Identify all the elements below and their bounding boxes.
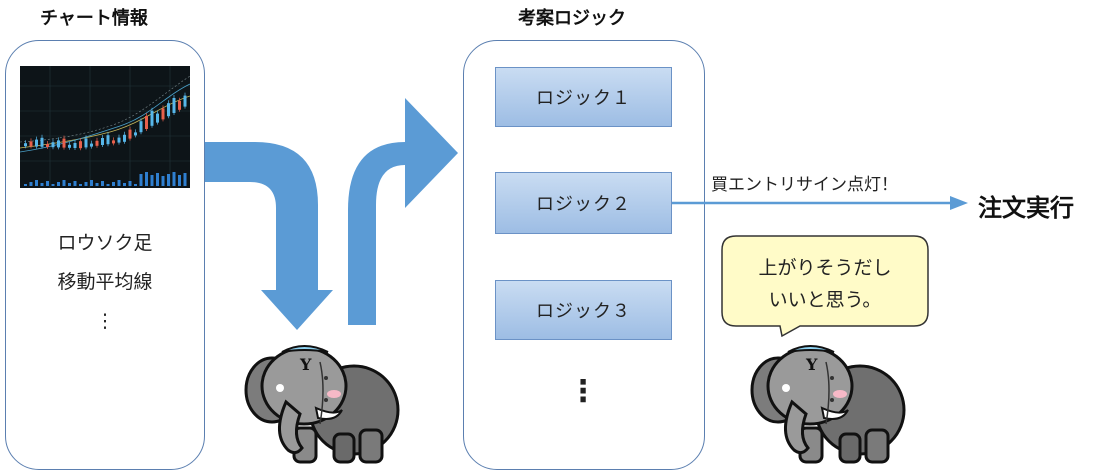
chart-item-moving-average: 移動平均線 xyxy=(57,271,153,293)
thumbnail-volume-bar xyxy=(106,184,110,186)
thumbnail-volume-bar xyxy=(24,184,27,186)
thumbnail-volume-bar xyxy=(134,184,137,186)
speech-bubble-shape xyxy=(721,235,929,338)
thumbnail-volume-bar xyxy=(62,180,66,186)
thumbnail-volume-bar xyxy=(101,181,104,186)
thumbnail-volume-bar xyxy=(46,181,49,186)
speech-bubble-line-1: 上がりそうだし xyxy=(758,257,892,279)
thumbnail-volume-bar xyxy=(90,180,93,186)
thumbnail-volume-bar xyxy=(95,183,99,186)
elephant-mascot-left: Y xyxy=(244,345,400,464)
thumbnail-volume-bar xyxy=(123,183,126,186)
thumbnail-volume-bar xyxy=(150,175,154,186)
arrow-up-to-logic xyxy=(348,98,458,325)
logic-box-3-label: ロジック３ xyxy=(536,301,631,322)
logic-box-1-label: ロジック１ xyxy=(536,88,631,109)
thumbnail-volume-bar xyxy=(145,172,148,186)
signal-label: 買エントリサイン点灯！ xyxy=(711,175,898,195)
chart-item-candlestick: ロウソク足 xyxy=(57,232,153,254)
thumbnail-volume-bar xyxy=(40,183,44,186)
thumbnail-volume-bar xyxy=(73,181,77,186)
order-execution: 注文実行 xyxy=(978,194,1074,222)
thumbnail-volume-bar xyxy=(57,182,60,186)
thumbnail-volume-bar xyxy=(183,173,187,186)
chart-item-more: ⋮ xyxy=(95,310,115,332)
logic-box-2-label: ロジック２ xyxy=(536,194,631,215)
chart-info-title: チャート情報 xyxy=(40,8,148,29)
thumbnail-volume-bar xyxy=(139,174,143,186)
mascot-letter: Y xyxy=(805,355,818,374)
arrow-down-to-mascot xyxy=(205,142,333,330)
thumbnail-volume-bar xyxy=(68,183,71,186)
logic-box-3: ロジック３ xyxy=(495,280,672,340)
thumbnail-volume-bar xyxy=(84,182,88,186)
thumbnail-volume-bar xyxy=(178,175,181,186)
chart-thumbnail xyxy=(20,66,190,188)
thumbnail-volume-bar xyxy=(128,181,132,186)
speech-bubble-line-2: いいと思う。 xyxy=(768,289,882,311)
flow-arrows xyxy=(205,98,458,330)
logic-box-1: ロジック１ xyxy=(495,67,672,127)
thumbnail-volume-bar xyxy=(112,182,115,186)
elephant-mascot-right: Y xyxy=(750,345,906,464)
thumbnail-volume-bar xyxy=(161,176,165,186)
logic-box-2: ロジック２ xyxy=(495,172,672,234)
thumbnail-volume-bar xyxy=(172,172,176,186)
thumbnail-volume-bar xyxy=(117,180,121,186)
thumbnail-volume-bar xyxy=(35,180,38,186)
thumbnail-volume-bar xyxy=(156,173,159,186)
signal-arrow xyxy=(672,196,968,210)
thumbnail-volume-bar xyxy=(51,184,55,186)
thumbnail-volume-bar xyxy=(29,182,33,186)
thumbnail-volume-bar xyxy=(167,174,170,186)
logic-title: 考案ロジック xyxy=(518,8,626,29)
logic-more: ⋮ xyxy=(568,374,598,409)
thumbnail-volume-bar xyxy=(79,184,82,186)
mascot-letter: Y xyxy=(299,355,312,374)
